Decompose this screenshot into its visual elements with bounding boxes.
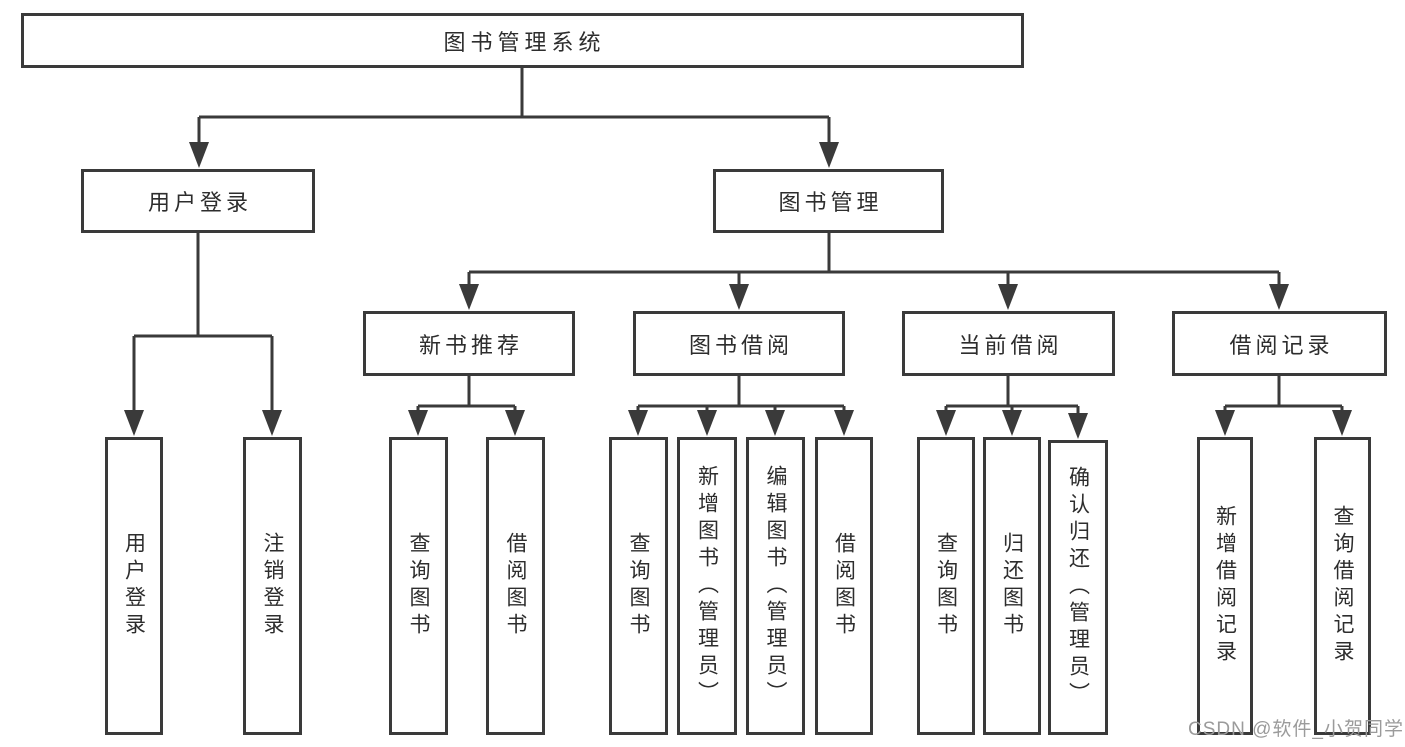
leaf-borrow-books-recommend: 借阅图书 — [486, 437, 545, 735]
leaf-add-borrow-record: 新增借阅记录 — [1197, 437, 1253, 735]
node-current-borrowing: 当前借阅 — [902, 311, 1115, 376]
leaf-query-borrow-record: 查询借阅记录 — [1314, 437, 1371, 735]
arrowhead-user-login — [189, 142, 209, 168]
node-label: 查询借阅记录 — [1331, 505, 1354, 667]
leaf-logout: 注销登录 — [243, 437, 302, 735]
node-label: 归还图书 — [1000, 532, 1024, 640]
node-label: 图书管理 — [778, 190, 883, 215]
node-label: 借阅图书 — [504, 532, 527, 640]
node-label: 查询图书 — [627, 532, 650, 640]
arrowhead-cb-query — [936, 410, 956, 436]
node-book-borrowing: 图书借阅 — [633, 311, 845, 376]
node-label: 用户登录 — [122, 532, 146, 640]
node-label: 新书推荐 — [418, 332, 523, 358]
node-label: 借阅图书 — [832, 532, 856, 640]
arrowhead-br-add — [1215, 410, 1235, 436]
arrowhead-book-borrow — [729, 284, 749, 310]
leaf-borrow-books: 借阅图书 — [815, 437, 873, 735]
arrowhead-cb-confirm — [1068, 413, 1088, 439]
connector-new-book-rec-split — [416, 376, 517, 412]
connector-book-borrow-split — [636, 376, 846, 412]
csdn-watermark: CSDN @软件_小贺同学 — [1188, 719, 1404, 740]
arrowhead-bb-query — [628, 410, 648, 436]
arrowhead-new-book-rec — [459, 284, 479, 310]
arrowhead-current-borrow — [998, 284, 1018, 310]
leaf-query-books-recommend: 查询图书 — [389, 437, 448, 735]
arrowhead-book-mgmt — [819, 142, 839, 168]
node-label: 图书借阅 — [688, 332, 793, 358]
connector-book-mgmt-split — [467, 233, 1281, 287]
node-label: 查询图书 — [407, 532, 430, 640]
arrowhead-cb-return — [1002, 410, 1022, 436]
arrowhead-ul-login — [124, 410, 144, 436]
connector-current-borrow-split — [944, 376, 1080, 414]
arrowhead-nbr-query — [408, 410, 428, 436]
node-label: 新增借阅记录 — [1213, 505, 1237, 667]
leaf-query-books: 查询图书 — [609, 437, 668, 735]
connector-root-split — [197, 68, 831, 145]
arrowhead-bb-add — [697, 410, 717, 436]
node-label: 用户登录 — [147, 190, 252, 215]
node-borrow-records: 借阅记录 — [1172, 311, 1387, 376]
connector-borrow-records-split — [1223, 376, 1344, 412]
leaf-edit-books-admin: 编辑图书（管理员） — [746, 437, 805, 735]
leaf-add-books-admin: 新增图书（管理员） — [677, 437, 737, 735]
arrowhead-ul-logout — [262, 410, 282, 436]
leaf-user-login: 用户登录 — [105, 437, 163, 735]
node-label: 新增图书（管理员） — [695, 464, 719, 708]
arrowhead-br-query — [1332, 410, 1352, 436]
leaf-confirm-return-admin: 确认归还（管理员） — [1048, 440, 1108, 735]
node-user-login: 用户登录 — [81, 169, 315, 233]
node-label: 图书管理系统 — [443, 29, 606, 55]
node-label: 注销登录 — [261, 532, 284, 640]
node-system-root: 图书管理系统 — [21, 13, 1024, 68]
node-label: 借阅记录 — [1229, 332, 1334, 358]
leaf-return-books: 归还图书 — [983, 437, 1041, 735]
leaf-query-current-books: 查询图书 — [917, 437, 975, 735]
arrowhead-nbr-borrow — [505, 410, 525, 436]
arrowhead-borrow-records — [1269, 284, 1289, 310]
node-label: 查询图书 — [934, 532, 958, 640]
node-label: 确认归还（管理员） — [1066, 466, 1090, 709]
node-label: 编辑图书（管理员） — [764, 464, 787, 708]
node-label: 当前借阅 — [958, 332, 1063, 358]
node-book-management: 图书管理 — [713, 169, 944, 233]
connector-user-login-split — [132, 233, 274, 412]
node-new-book-recommend: 新书推荐 — [363, 311, 575, 376]
arrowhead-bb-edit — [765, 410, 785, 436]
arrowhead-bb-borrow — [834, 410, 854, 436]
